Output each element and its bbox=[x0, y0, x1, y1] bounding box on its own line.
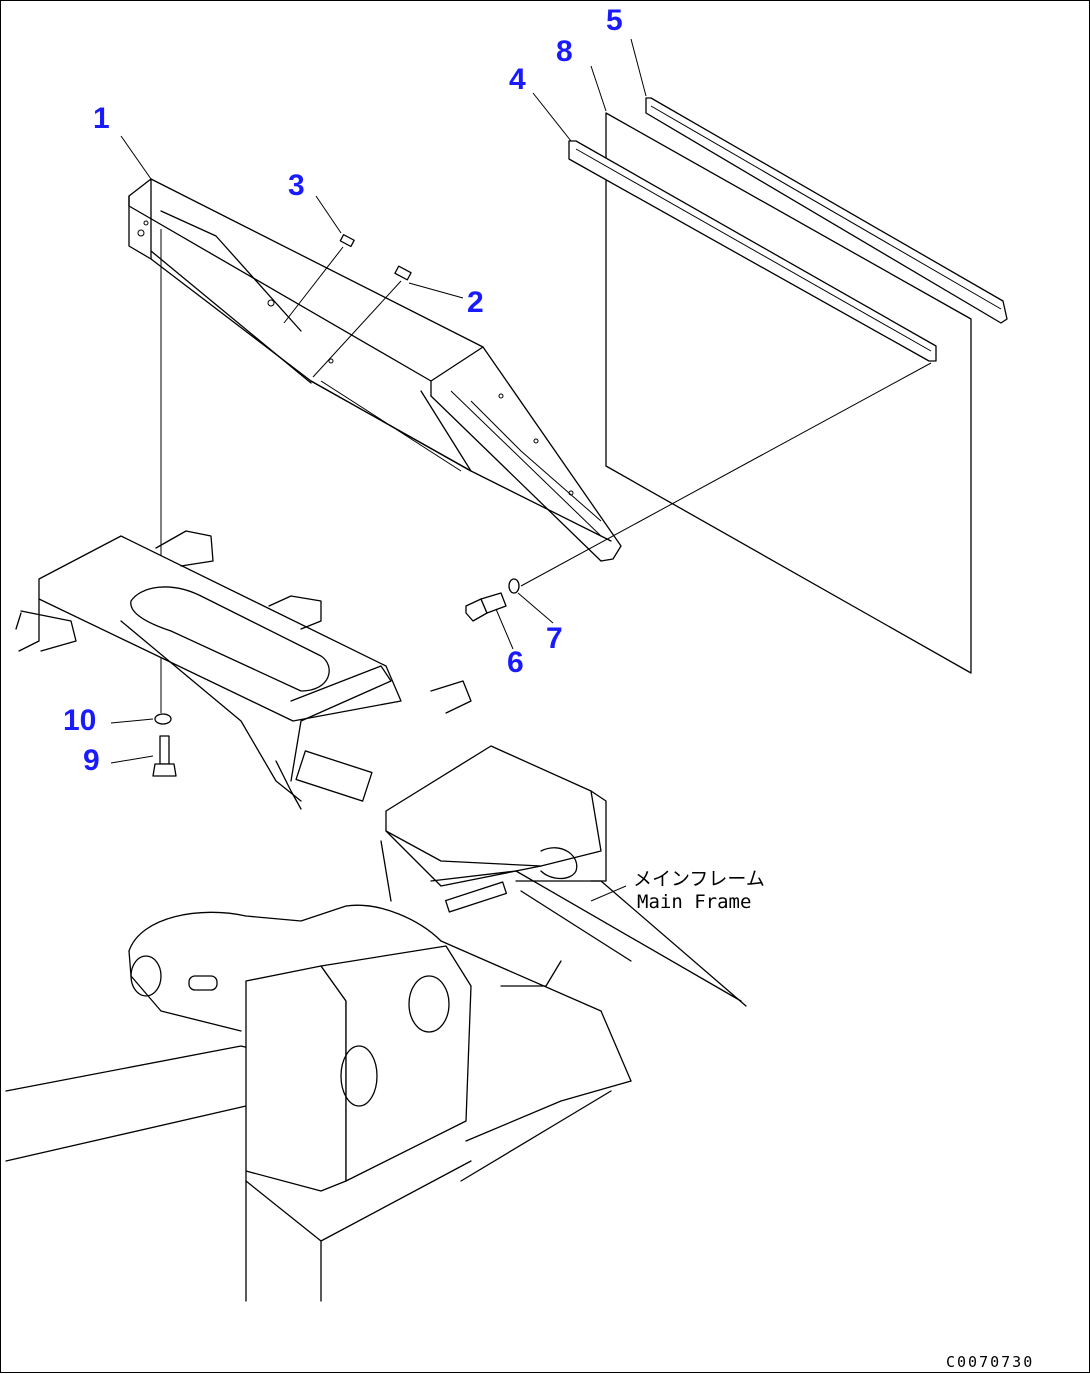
main-frame-body bbox=[5, 847, 747, 1302]
callout-3: 3 bbox=[288, 169, 305, 202]
callout-9: 9 bbox=[83, 744, 100, 777]
part-10-washer bbox=[154, 713, 172, 725]
callout-2: 2 bbox=[467, 286, 484, 319]
part-1-cover bbox=[128, 178, 622, 562]
part-7-washer bbox=[508, 578, 520, 594]
part-9-bolt bbox=[152, 735, 177, 777]
part-4-lower-strip bbox=[568, 140, 937, 362]
part-8-mud-flap bbox=[605, 112, 972, 674]
frame-bracket bbox=[15, 530, 607, 902]
callout-1: 1 bbox=[93, 102, 110, 135]
callout-5: 5 bbox=[606, 4, 623, 37]
part-6-bolt bbox=[465, 592, 507, 622]
callout-7: 7 bbox=[546, 622, 563, 655]
part-3-clip bbox=[283, 234, 355, 324]
part-2-clip bbox=[312, 265, 412, 378]
main-frame-label-jp: メインフレーム bbox=[633, 868, 765, 890]
callout-leaders bbox=[110, 38, 647, 764]
callout-10: 10 bbox=[63, 704, 97, 737]
callout-4: 4 bbox=[509, 63, 526, 96]
callout-8: 8 bbox=[556, 35, 573, 68]
part-5-upper-strip bbox=[645, 97, 1008, 324]
main-frame-label-en: Main Frame bbox=[637, 891, 752, 913]
drawing-code: C0070730 bbox=[946, 1353, 1035, 1371]
callout-6: 6 bbox=[507, 646, 524, 679]
